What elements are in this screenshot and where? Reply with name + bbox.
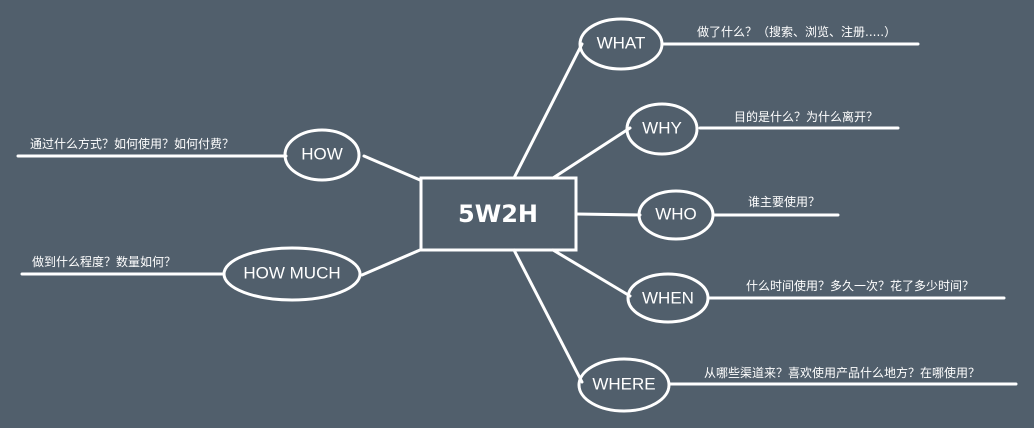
connector-who: [574, 212, 642, 217]
connector-where: [512, 248, 584, 384]
node-who-label: WHO: [655, 204, 697, 223]
desc-how: 通过什么方式？如何使用？如何付费？: [30, 136, 234, 151]
connector-what: [512, 42, 584, 180]
connector-how-much: [360, 248, 422, 277]
node-where-label: WHERE: [592, 374, 655, 393]
node-how-label: HOW: [301, 144, 343, 163]
node-what-label: WHAT: [597, 33, 646, 52]
node-who-ellipse: [637, 189, 715, 241]
node-where-ellipse: [577, 357, 671, 413]
node-how-much-label: HOW MUCH: [243, 263, 340, 282]
connector-why: [551, 126, 632, 180]
node-how-much-ellipse: [222, 246, 362, 302]
desc-how-much: 做到什么程度？数量如何？: [32, 254, 176, 269]
center-title: 5W2H: [458, 200, 538, 228]
node-when-label: WHEN: [642, 288, 694, 307]
desc-where: 从哪些渠道来？喜欢使用产品什么地方？在哪使用？: [704, 365, 980, 380]
desc-who: 谁主要使用？: [748, 194, 820, 209]
node-why-label: WHY: [642, 118, 682, 137]
connector-when: [551, 248, 632, 298]
node-when-ellipse: [626, 272, 710, 324]
node-what-ellipse: [578, 17, 664, 71]
node-why-ellipse: [625, 102, 699, 156]
desc-what: 做了什么？（搜索、浏览、注册.....）: [697, 24, 896, 39]
node-how-ellipse: [283, 128, 361, 182]
connector-how: [362, 154, 422, 182]
desc-when: 什么时间使用？多久一次？花了多少时间？: [746, 278, 974, 293]
desc-why: 目的是什么？为什么离开？: [734, 109, 878, 124]
center-box: [419, 176, 578, 252]
